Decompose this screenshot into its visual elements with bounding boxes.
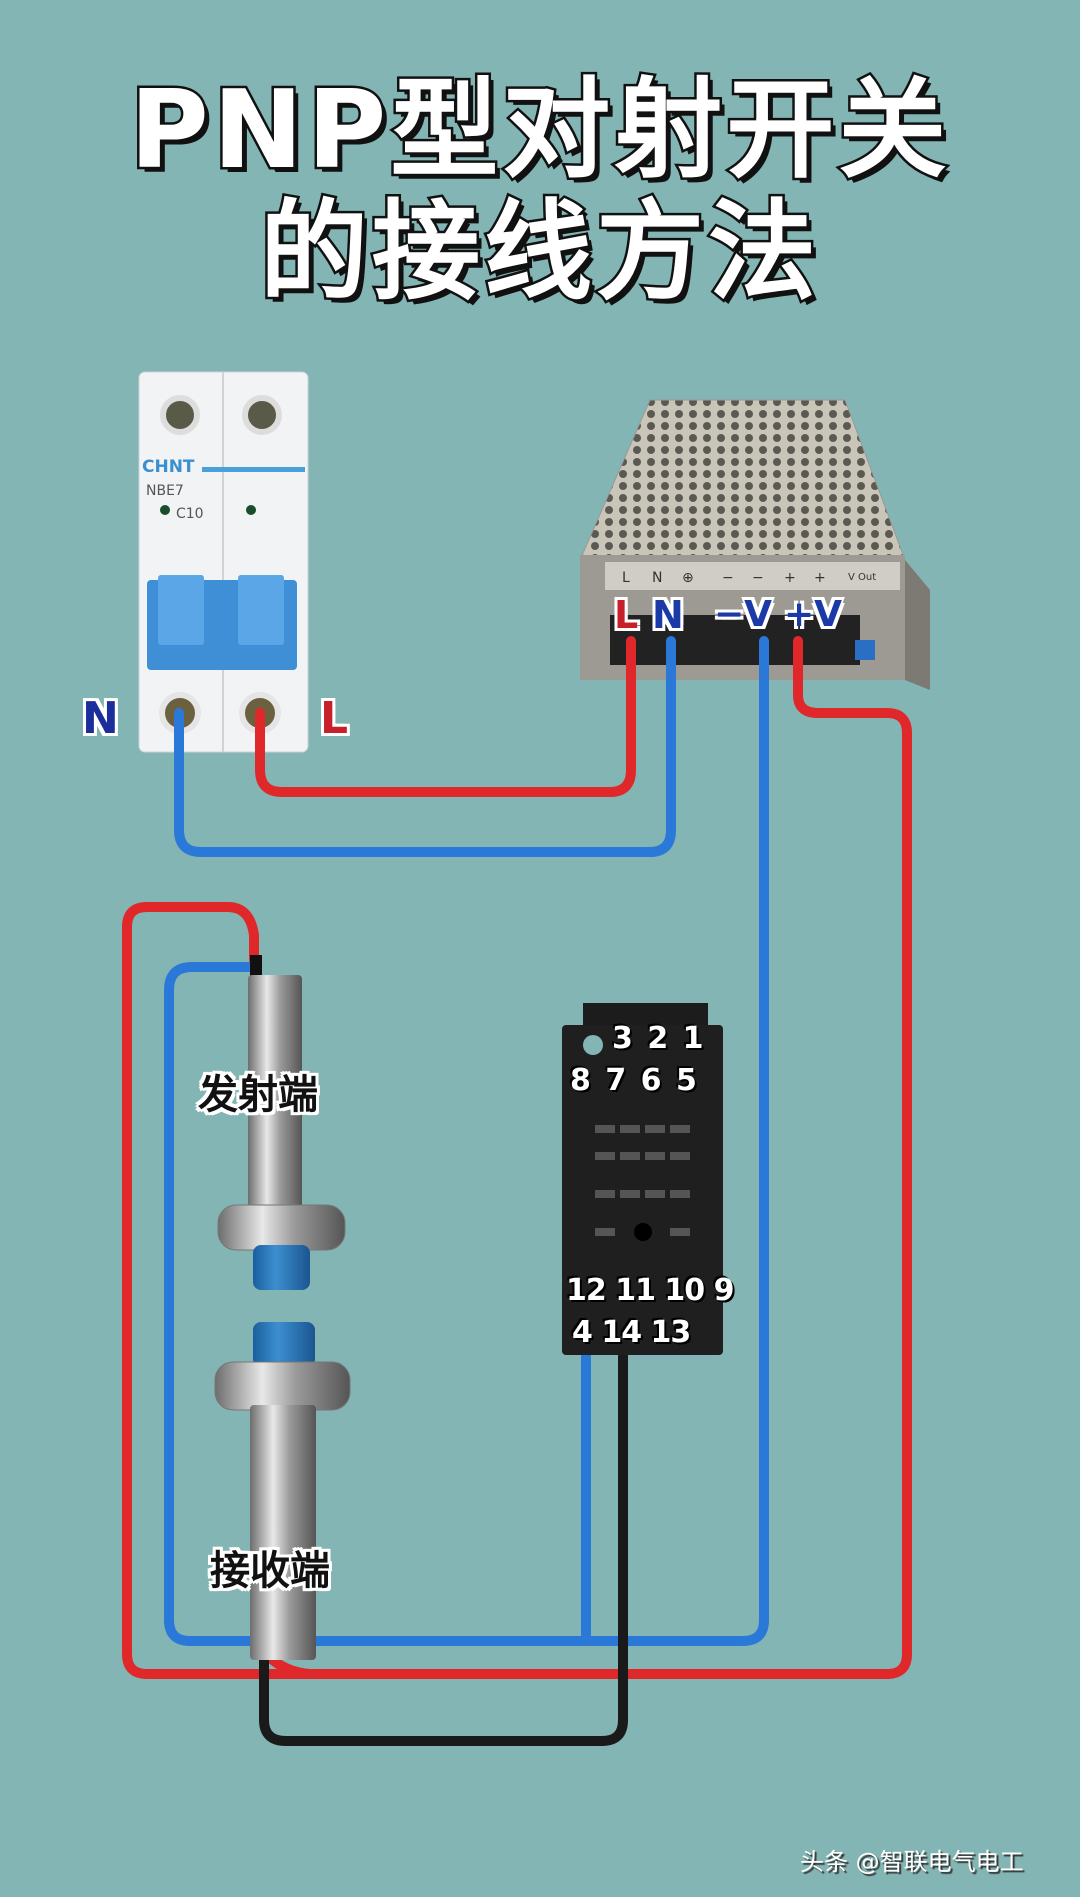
psu-mark-n: N <box>652 570 662 586</box>
breaker-rating: C10 <box>176 506 204 522</box>
title-line-2: 的接线方法 <box>257 190 820 315</box>
psu-mark-minus-1: − <box>722 570 734 586</box>
breaker-label-n: N <box>82 693 119 744</box>
psu-terminal-minus-v: −V <box>714 594 773 635</box>
breaker-label-l: L <box>320 693 349 744</box>
psu-terminal-n: N <box>652 593 684 637</box>
psu-mark-plus-1: + <box>784 570 796 586</box>
psu-terminal-l: L <box>614 593 639 637</box>
live-wire-breaker-to-psu <box>255 636 636 797</box>
breaker-model: NBE7 <box>146 483 184 499</box>
relay-pins-row-4: 4 14 13 <box>572 1315 691 1350</box>
circuit-breaker: CHNT NBE7 C10 <box>138 371 309 753</box>
relay-pins-row-3: 12 11 10 9 <box>566 1273 734 1308</box>
breaker-brand: CHNT <box>142 457 195 477</box>
receiver-label: 接收端 <box>210 1548 330 1594</box>
psu-mark-ground: ⊕ <box>682 570 694 586</box>
emitter-label: 发射端 <box>198 1072 318 1118</box>
negative-wire <box>164 636 769 1646</box>
psu-mark-l: L <box>622 570 630 586</box>
psu-mark-plus-2: + <box>814 570 826 586</box>
relay-base <box>562 1003 723 1355</box>
receiver-sensor <box>214 1322 351 1660</box>
watermark: 头条 @智联电气电工 <box>800 1848 1024 1876</box>
neutral-wire-breaker-to-psu <box>174 636 676 857</box>
psu-mark-minus-2: − <box>752 570 764 586</box>
title-line-1: PNP型对射开关 <box>127 68 951 193</box>
psu-mark-vout: V Out <box>848 572 876 583</box>
emitter-sensor <box>217 955 346 1290</box>
positive-wire <box>122 636 912 1679</box>
signal-wire-receiver-to-relay <box>259 1351 628 1746</box>
relay-pins-row-2: 8 7 6 5 <box>570 1063 699 1098</box>
psu-terminal-plus-v: +V <box>784 594 843 635</box>
relay-pins-row-1: 3 2 1 <box>612 1021 706 1056</box>
